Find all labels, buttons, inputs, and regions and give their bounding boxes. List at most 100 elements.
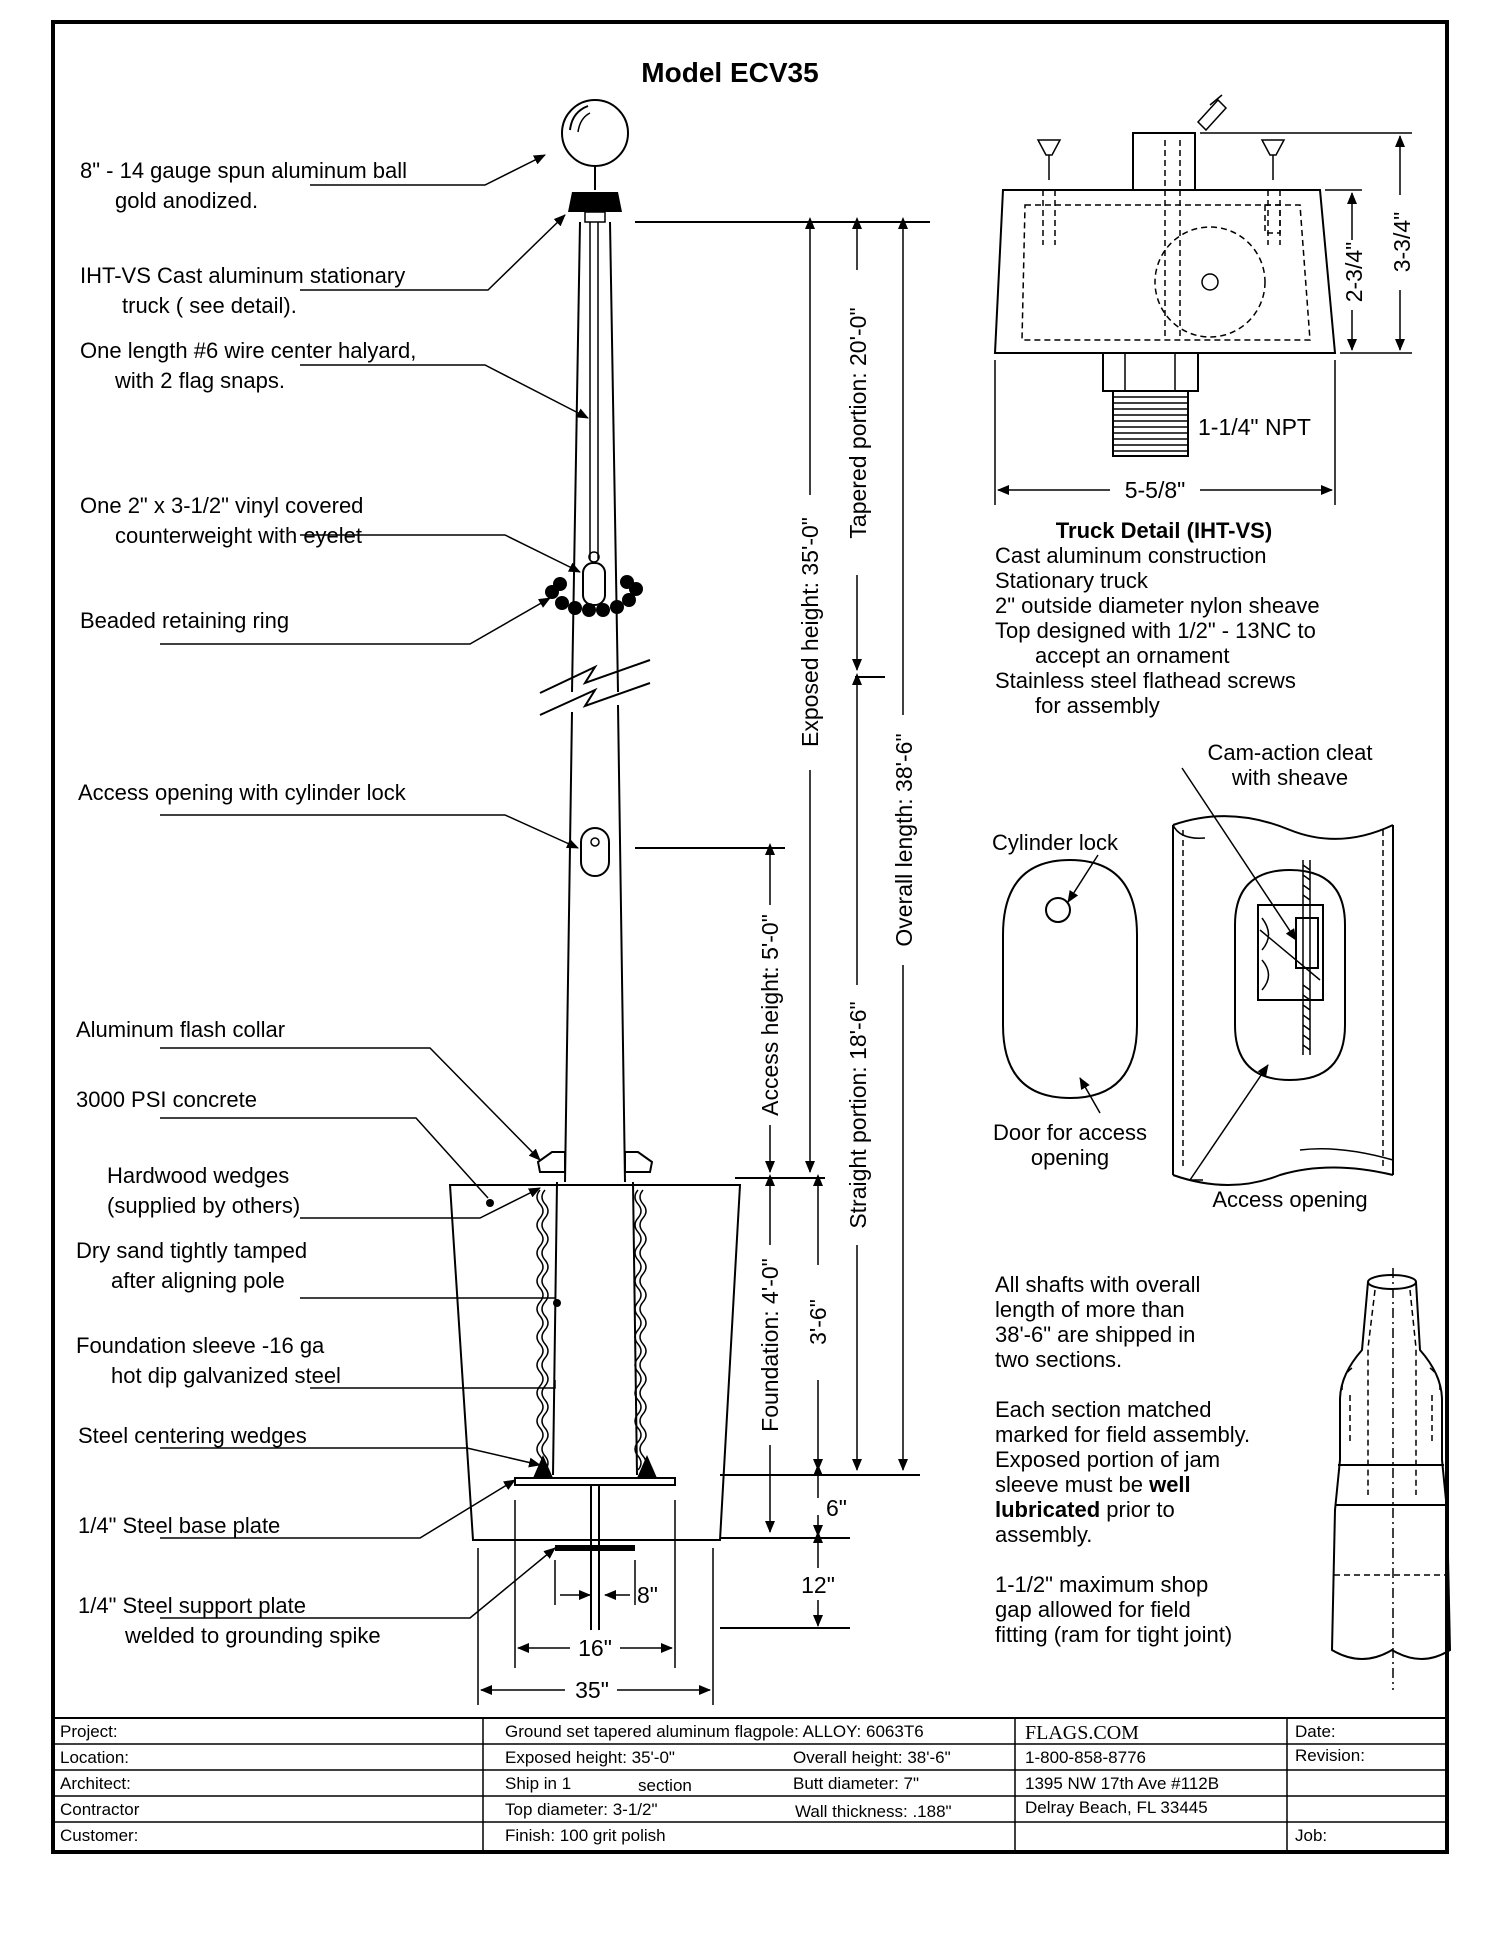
truck-detail-line: for assembly: [1035, 693, 1160, 718]
counterweight: [582, 562, 606, 606]
dim-access-height: Access height: 5'-0": [757, 914, 783, 1116]
break-line-top: [539, 659, 651, 694]
access-opening-door: [580, 827, 610, 877]
access-opening-shape: [1234, 868, 1346, 1082]
label-truck-2: truck ( see detail).: [122, 293, 297, 318]
pole-shaft-tapered: [571, 221, 581, 693]
dim-sixteen: 16": [578, 1635, 612, 1661]
callout-leaders: [160, 154, 589, 1619]
tb-overall: Overall height: 38'-6": [793, 1748, 951, 1767]
dim-overall-length: Overall length: 38'-6": [891, 733, 917, 946]
note-bold-lubricated: lubricated: [995, 1497, 1100, 1522]
label-sand-1: Dry sand tightly tamped: [76, 1238, 307, 1263]
truck-detail-line: 2" outside diameter nylon sheave: [995, 593, 1320, 618]
label-beaded-ring: Beaded retaining ring: [80, 608, 289, 633]
label-ball-2: gold anodized.: [115, 188, 258, 213]
label-sleeve-1: Foundation sleeve -16 ga: [76, 1333, 325, 1358]
label-support-1: 1/4" Steel support plate: [78, 1593, 306, 1618]
truck-detail-line: accept an ornament: [1035, 643, 1229, 668]
tb-project: Project:: [60, 1722, 118, 1741]
note-text: sleeve must be: [995, 1472, 1149, 1497]
tb-description: Ground set tapered aluminum flagpole: AL…: [505, 1722, 924, 1741]
label-truck-1: IHT-VS Cast aluminum stationary: [80, 263, 405, 288]
note-line: sleeve must be well: [995, 1472, 1191, 1497]
label-centering-wedges: Steel centering wedges: [78, 1423, 307, 1448]
label-flash-collar: Aluminum flash collar: [76, 1017, 285, 1042]
centering-wedge-left: [533, 1455, 553, 1478]
cam-action-cleat: [1257, 904, 1324, 1001]
note-line: 1-1/2" maximum shop: [995, 1572, 1208, 1597]
label-sleeve-2: hot dip galvanized steel: [111, 1363, 341, 1388]
dim-foundation: Foundation: 4'-0": [757, 1258, 783, 1432]
flash-collar-right: [624, 1151, 654, 1173]
label-cam-2: with sheave: [1231, 765, 1348, 790]
truck-height-small: 2-3/4": [1341, 242, 1367, 303]
tb-exposed: Exposed height: 35'-0": [505, 1748, 675, 1767]
tb-location: Location:: [60, 1748, 129, 1767]
break-line-bottom: [539, 682, 651, 716]
note-line: fitting (ram for tight joint): [995, 1622, 1232, 1647]
truck-detail-line: Top designed with 1/2" - 13NC to: [995, 618, 1316, 643]
access-door-shape: [1002, 858, 1138, 1100]
note-line: All shafts with overall: [995, 1272, 1200, 1297]
label-concrete: 3000 PSI concrete: [76, 1087, 257, 1112]
truck-detail-heading: Truck Detail (IHT-VS): [1056, 518, 1272, 543]
hardwood-wedge-right: [634, 1189, 642, 1471]
dim-eight: 8": [637, 1582, 658, 1608]
tb-address-2: Delray Beach, FL 33445: [1025, 1798, 1208, 1817]
label-cam-1: Cam-action cleat: [1207, 740, 1372, 765]
label-support-2: welded to grounding spike: [124, 1623, 381, 1648]
pole-shaft-straight: [564, 711, 573, 1183]
tb-architect: Architect:: [60, 1774, 131, 1793]
label-cylinder-lock: Cylinder lock: [992, 830, 1119, 855]
pole-dimensions: Exposed height: 35'-0" Tapered portion: …: [477, 217, 930, 1705]
label-counterweight-2: counterweight with eyelet: [115, 523, 362, 548]
note-line: length of more than: [995, 1297, 1185, 1322]
callout-labels: 8" - 14 gauge spun aluminum ball gold an…: [76, 158, 416, 1648]
drawing-title: Model ECV35: [641, 57, 818, 88]
tb-butt: Butt diameter: 7": [793, 1774, 919, 1793]
label-sand-2: after aligning pole: [111, 1268, 285, 1293]
label-ball-1: 8" - 14 gauge spun aluminum ball: [80, 158, 407, 183]
title-block: Project: Location: Architect: Contractor…: [52, 1717, 1448, 1853]
truck-body: [993, 189, 1337, 354]
stationary-truck: [568, 192, 622, 212]
sections-note: All shafts with overall length of more t…: [995, 1268, 1452, 1690]
dim-tapered-portion: Tapered portion: 20'-0": [845, 307, 871, 538]
truck-npt-label: 1-1/4" NPT: [1198, 414, 1311, 440]
truck-width-label: 5-5/8": [1125, 477, 1186, 503]
label-door-2: opening: [1031, 1145, 1109, 1170]
note-line: two sections.: [995, 1347, 1122, 1372]
truck-detail: 1-1/4" NPT 5-5/8" 2-3/4" 3-3/4" Truck De…: [993, 94, 1415, 718]
centering-wedge-right: [637, 1455, 657, 1478]
flash-collar-left: [536, 1151, 566, 1173]
label-access-opening: Access opening with cylinder lock: [78, 780, 407, 805]
note-text: prior to: [1100, 1497, 1175, 1522]
hardwood-wedge-left: [536, 1189, 544, 1471]
note-line: Exposed portion of jam: [995, 1447, 1220, 1472]
foundation-sleeve: [448, 1184, 742, 1541]
note-line: Each section matched: [995, 1397, 1211, 1422]
note-line: 38'-6" are shipped in: [995, 1322, 1195, 1347]
steel-base-plate: [514, 1477, 676, 1486]
cylinder-lock: [1045, 897, 1071, 923]
dim-thirty-five: 35": [575, 1677, 609, 1703]
truck-detail-line: Stationary truck: [995, 568, 1149, 593]
gold-ball-ornament: [561, 99, 629, 167]
note-bold-well: well: [1148, 1472, 1191, 1497]
tb-top-diameter: Top diameter: 3-1/2": [505, 1800, 658, 1819]
truck-height-large: 3-3/4": [1389, 212, 1415, 273]
tb-customer: Customer:: [60, 1826, 138, 1845]
tb-wall: Wall thickness: .188": [795, 1802, 952, 1821]
note-line: marked for field assembly.: [995, 1422, 1250, 1447]
tb-section: section: [638, 1776, 692, 1795]
label-door-1: Door for access: [993, 1120, 1147, 1145]
label-wedges-2: (supplied by others): [107, 1193, 300, 1218]
label-wedges-1: Hardwood wedges: [107, 1163, 289, 1188]
label-base-plate: 1/4" Steel base plate: [78, 1513, 280, 1538]
tb-ship-in: Ship in 1: [505, 1774, 571, 1793]
tb-company: FLAGS.COM: [1025, 1722, 1139, 1744]
note-line: gap allowed for field: [995, 1597, 1191, 1622]
